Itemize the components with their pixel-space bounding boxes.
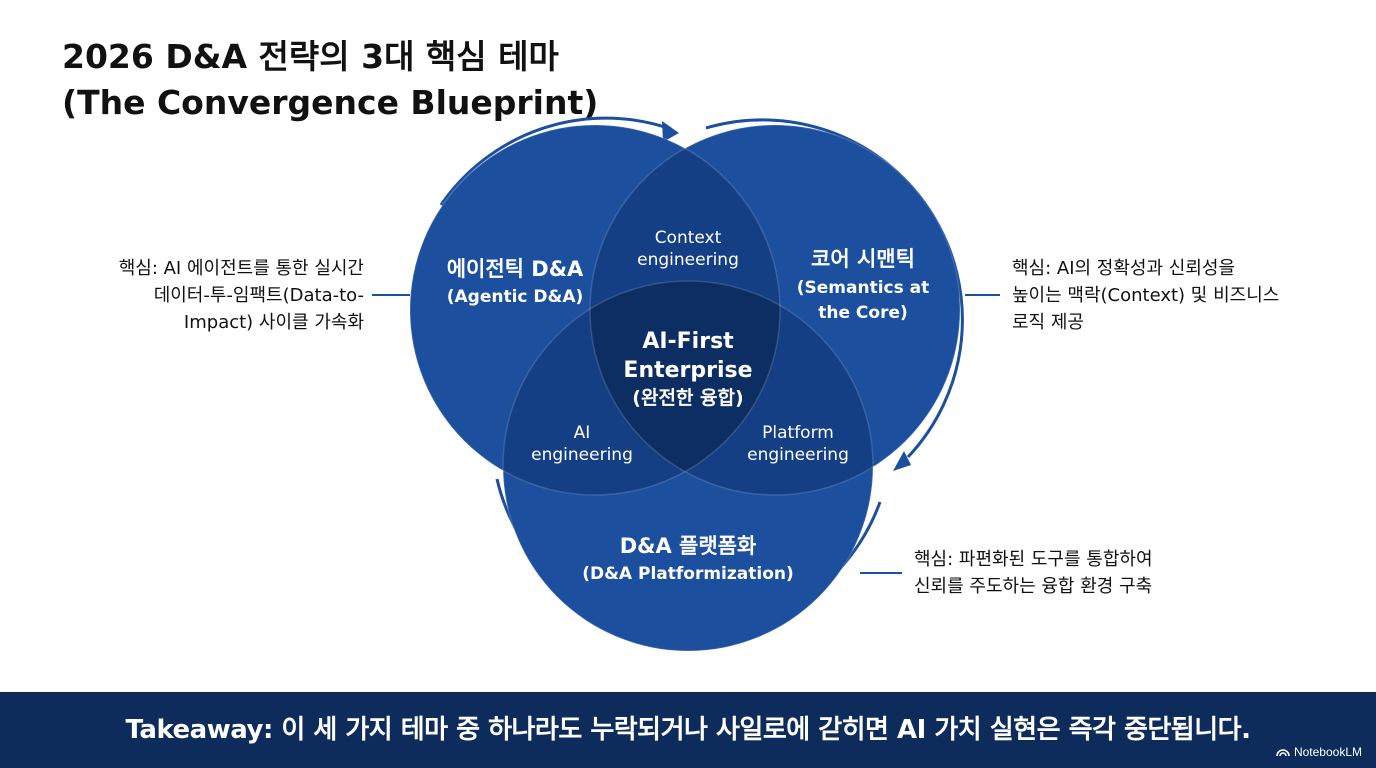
note-semantics-line-1: 핵심: AI의 정확성과 신뢰성을	[1012, 258, 1236, 279]
cycle-arrow-top-icon	[662, 121, 679, 142]
note-platformization-line-1: 핵심: 파편화된 도구를 통합하여	[914, 549, 1153, 570]
overlap-label-ai-1: AI	[574, 423, 591, 443]
circle-label-semantics-subtitle-2: the Core)	[818, 303, 908, 323]
venn-diagram: 에이전틱 D&A (Agentic D&A) 코어 시맨틱 (Semantics…	[372, 116, 1000, 652]
brand-watermark: NotebookLM	[1276, 745, 1362, 759]
note-semantics-line-2: 높이는 맥락(Context) 및 비즈니스	[1012, 285, 1280, 306]
takeaway-text: Takeaway: 이 세 가지 테마 중 하나라도 누락되거나 사일로에 갇히…	[125, 715, 1251, 745]
note-agentic-line-1: 핵심: AI 에이전트를 통한 실시간	[118, 258, 364, 279]
note-platformization-line-2: 신뢰를 주도하는 융합 환경 구축	[914, 576, 1153, 597]
overlap-label-context-2: engineering	[637, 250, 739, 270]
brand-label: NotebookLM	[1293, 745, 1362, 759]
title-line-2: (The Convergence Blueprint)	[62, 83, 599, 122]
takeaway-banner: Takeaway: 이 세 가지 테마 중 하나라도 누락되거나 사일로에 갇히…	[0, 692, 1376, 768]
note-semantics-core: 핵심: AI의 정확성과 신뢰성을 높이는 맥락(Context) 및 비즈니스…	[1012, 255, 1279, 336]
overlap-label-context-1: Context	[655, 228, 722, 248]
circle-label-platformization-subtitle: (D&A Platformization)	[582, 564, 794, 584]
notebooklm-logo-icon	[1276, 749, 1290, 757]
note-agentic-da: 핵심: AI 에이전트를 통한 실시간 데이터-투-임팩트(Data-to- I…	[119, 255, 364, 336]
circle-label-agentic-title: 에이전틱 D&A	[447, 257, 584, 281]
note-da-platformization: 핵심: 파편화된 도구를 통합하여 신뢰를 주도하는 융합 환경 구축	[914, 546, 1153, 600]
center-label-line-2: Enterprise	[623, 358, 752, 383]
circle-label-semantics-subtitle-1: (Semantics at	[797, 278, 930, 298]
circle-label-agentic-subtitle: (Agentic D&A)	[447, 287, 584, 307]
center-label-line-1: AI-First	[642, 329, 734, 354]
cycle-arc-top	[439, 116, 669, 206]
circle-label-platformization-title: D&A 플랫폼화	[620, 534, 757, 558]
circle-label-semantics-title: 코어 시맨틱	[811, 247, 915, 271]
overlap-label-ai-2: engineering	[531, 445, 633, 465]
title-line-1: 2026 D&A 전략의 3대 핵심 테마	[62, 37, 559, 76]
page-title: 2026 D&A 전략의 3대 핵심 테마 (The Convergence B…	[62, 34, 598, 126]
note-agentic-line-2: 데이터-투-임팩트(Data-to-	[153, 285, 364, 306]
overlap-label-platform-2: engineering	[747, 445, 849, 465]
cycle-arrow-right-icon	[893, 451, 911, 471]
overlap-label-platform-1: Platform	[762, 423, 834, 443]
note-agentic-line-3: Impact) 사이클 가속화	[183, 312, 364, 333]
note-semantics-line-3: 로직 제공	[1012, 312, 1084, 333]
center-label-line-3: (완전한 융합)	[632, 387, 743, 409]
